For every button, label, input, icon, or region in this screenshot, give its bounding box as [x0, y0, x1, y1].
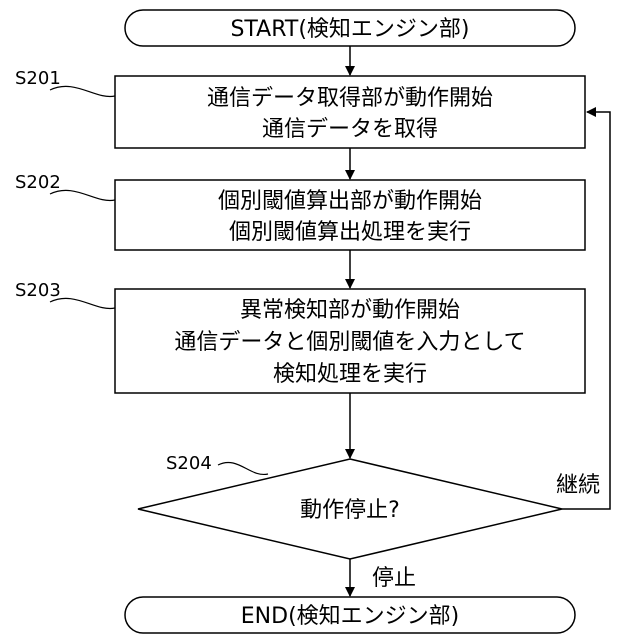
branch-continue-label: 継続	[556, 473, 600, 498]
step-s201-line2: 通信データを取得	[262, 117, 438, 142]
step-s202-line1: 個別閾値算出部が動作開始	[218, 189, 482, 214]
start-terminal: START(検知エンジン部)	[125, 10, 575, 46]
start-label: START(検知エンジン部)	[230, 17, 469, 42]
step-s202: 個別閾値算出部が動作開始 個別閾値算出処理を実行	[115, 180, 585, 250]
end-label: END(検知エンジン部)	[241, 604, 459, 629]
decision-label: 動作停止?	[300, 498, 400, 523]
decision-s204-leader	[218, 462, 268, 474]
step-s203-id: S203	[15, 280, 61, 301]
step-s203-line2: 通信データと個別閾値を入力として	[174, 330, 525, 355]
end-terminal: END(検知エンジン部)	[125, 597, 575, 633]
decision-s204-id: S204	[166, 453, 212, 474]
step-s203-line3: 検知処理を実行	[273, 362, 427, 387]
step-s202-id: S202	[15, 172, 61, 193]
step-s201: 通信データ取得部が動作開始 通信データを取得	[115, 76, 585, 148]
branch-stop-label: 停止	[372, 566, 416, 591]
step-s203-line1: 異常検知部が動作開始	[240, 298, 460, 323]
decision-s204: 動作停止?	[138, 459, 562, 559]
step-s201-line1: 通信データ取得部が動作開始	[207, 86, 493, 111]
step-s201-id: S201	[15, 68, 61, 89]
step-s202-line2: 個別閾値算出処理を実行	[229, 220, 471, 245]
step-s203: 異常検知部が動作開始 通信データと個別閾値を入力として 検知処理を実行	[115, 289, 585, 393]
